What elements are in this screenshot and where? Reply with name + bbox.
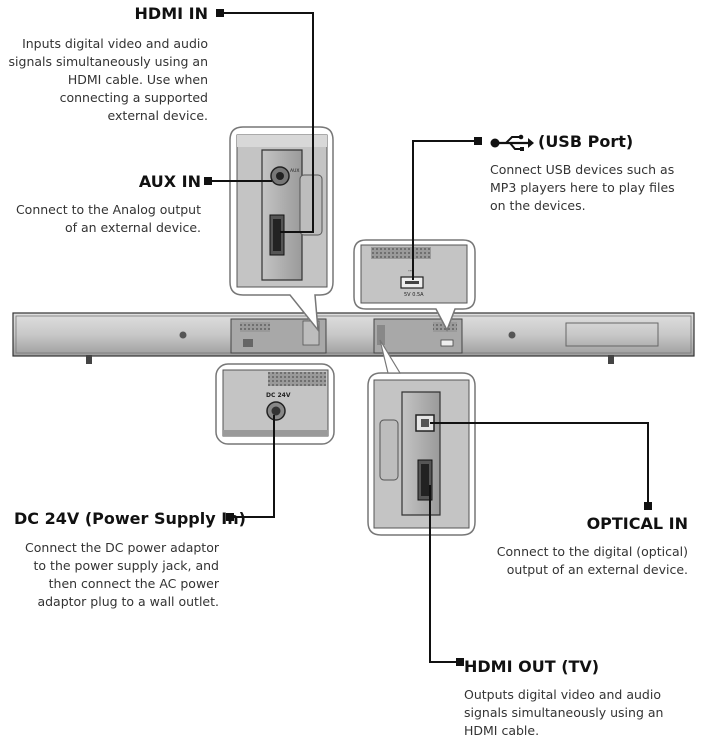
vent-grill — [268, 372, 326, 386]
usb-port-small — [440, 339, 454, 347]
vent-grill — [240, 322, 270, 332]
vent-grill — [371, 247, 431, 259]
foot-right — [608, 355, 614, 364]
soundbar-body — [12, 312, 695, 364]
hdmi-out-small — [377, 325, 385, 345]
leader-markers — [204, 9, 652, 666]
foot-left — [86, 355, 92, 364]
zoom-bubble-aux-hdmi-in: AUX — [229, 126, 334, 333]
zoom-bubble-optical-hdmi-out — [367, 339, 476, 536]
screw — [508, 331, 516, 339]
hdmi-in-description: Inputs digital video and audio signals s… — [8, 36, 208, 123]
leader-lines — [210, 12, 649, 663]
hdmi-out-title: HDMI OUT (TV) — [464, 657, 600, 676]
usb-port-title-text: (USB Port) — [538, 132, 634, 151]
usb-port-title: (USB Port) — [490, 132, 633, 152]
aux-in-title: AUX IN — [138, 172, 201, 191]
svg-text:⇢: ⇢ — [408, 267, 414, 275]
hdmi-out-description: Outputs digital video and audio signals … — [464, 687, 664, 738]
usb-icon — [490, 134, 534, 151]
dc24v-marking: DC 24V — [266, 392, 291, 399]
usb-marking: 5V 0.5A — [404, 292, 424, 298]
dc24v-description: Connect the DC power adaptor to the powe… — [25, 540, 219, 609]
dc24v-title: DC 24V (Power Supply In) — [14, 509, 246, 528]
aux-in-description: Connect to the Analog output of an exter… — [15, 202, 201, 235]
hdmi-in-title: HDMI IN — [134, 4, 208, 23]
dc-jack-small — [243, 339, 253, 347]
zoom-bubble-dc24v: DC 24V — [215, 363, 335, 445]
screw — [179, 331, 187, 339]
usb-port-description: Connect USB devices such as MP3 players … — [490, 162, 675, 213]
optical-in-description: Connect to the digital (optical) output … — [496, 544, 688, 577]
optical-in-title: OPTICAL IN — [586, 514, 688, 533]
svg-text:AUX: AUX — [290, 168, 299, 174]
label-plate — [565, 322, 659, 347]
